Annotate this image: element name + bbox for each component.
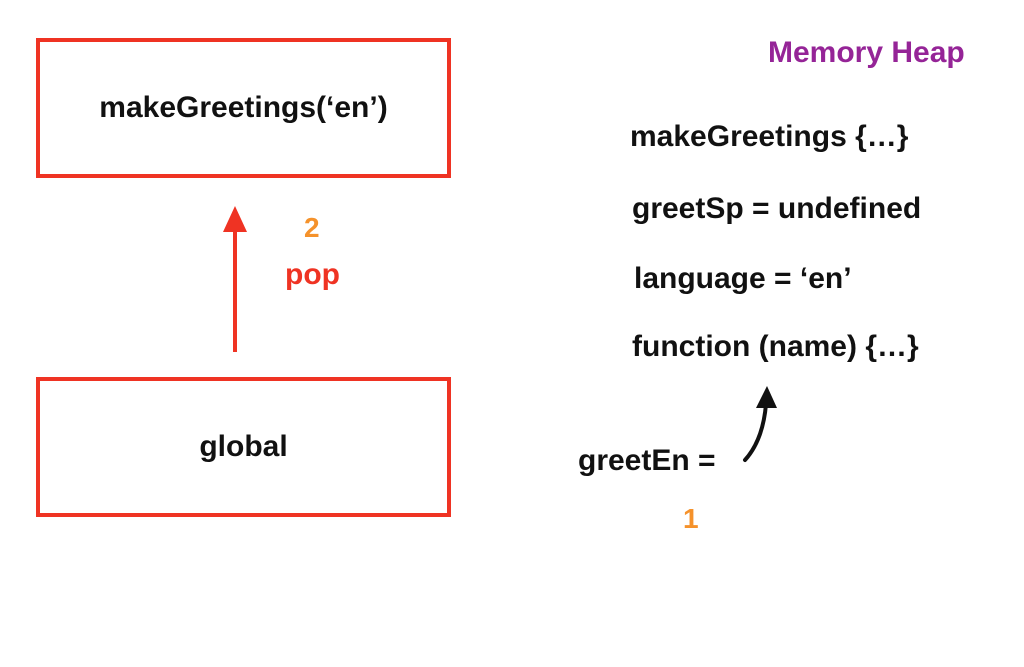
stack-frame-label: global bbox=[199, 430, 288, 463]
stack-frame-make-greetings: makeGreetings(‘en’) bbox=[36, 38, 451, 178]
pop-arrow bbox=[223, 206, 247, 352]
memory-heap-title: Memory Heap bbox=[768, 36, 965, 69]
reference-arrow bbox=[743, 386, 777, 462]
heap-item: makeGreetings {…} bbox=[630, 120, 909, 153]
heap-item: language = ‘en’ bbox=[634, 262, 852, 295]
heap-item: function (name) {…} bbox=[632, 330, 919, 363]
stack-frame-global: global bbox=[36, 377, 451, 517]
pop-label: pop bbox=[285, 258, 340, 291]
heap-item: greetSp = undefined bbox=[632, 192, 922, 225]
greet-en-assignment: greetEn = bbox=[578, 444, 716, 477]
step-number-2: 2 bbox=[304, 212, 320, 243]
step-number-1: 1 bbox=[683, 503, 699, 534]
stack-frame-label: makeGreetings(‘en’) bbox=[99, 91, 388, 124]
